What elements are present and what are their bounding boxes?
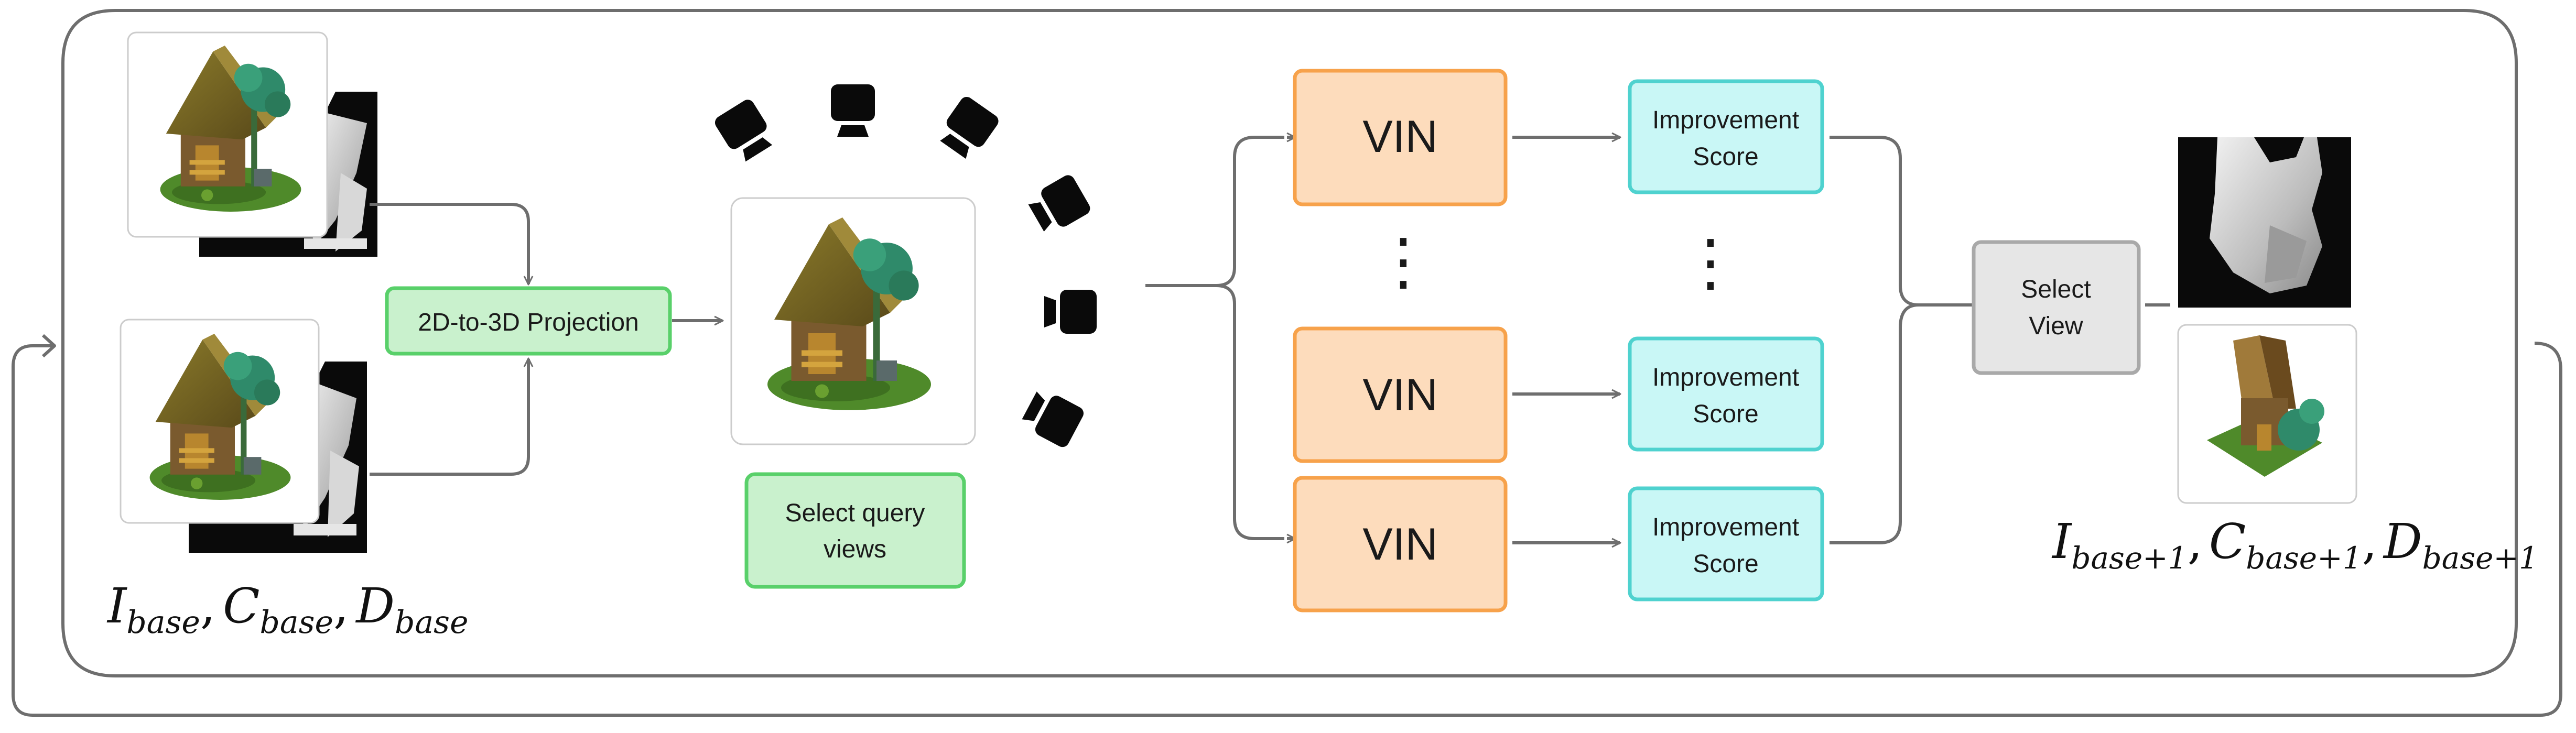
select-view-box xyxy=(1972,240,2141,375)
improvement-score-label: Improvement xyxy=(1652,513,1799,541)
projection-label: 2D-to-3D Projection xyxy=(418,309,639,336)
house-render-image xyxy=(2207,335,2324,477)
score-ellipsis: ⋮ xyxy=(1679,227,1742,298)
vin-label: VIN xyxy=(1362,112,1437,162)
select-query-views-label-line2: views xyxy=(824,535,886,563)
select-view-label-line2: View xyxy=(2029,312,2083,340)
vin-ellipsis: ⋮ xyxy=(1372,226,1435,297)
improvement-score-label: Improvement xyxy=(1652,364,1799,391)
arrow-top-to-projection xyxy=(370,203,534,286)
base-data-label: Ibase,Cbase,Dbase xyxy=(106,578,468,641)
select-view-label: Select xyxy=(2021,276,2091,303)
vin-label: VIN xyxy=(1362,519,1437,570)
camera-icon xyxy=(935,94,1001,162)
next-depth-map xyxy=(2178,137,2351,308)
vin-label: VIN xyxy=(1362,370,1437,420)
projection-box xyxy=(385,286,672,356)
arrow-bottom-to-projection xyxy=(370,357,534,476)
vin-box-1: VIN xyxy=(1293,69,1508,206)
vin-box-2: VIN xyxy=(1293,326,1508,463)
vin-box-3: VIN xyxy=(1293,476,1508,612)
next-data-label: Ibase+1,Cbase+1,Dbase+1 xyxy=(2051,513,2538,576)
improvement-score-label-line2: Score xyxy=(1693,550,1758,578)
improvement-score-box-2: Improvement Score xyxy=(1628,336,1824,452)
base-image-stack-bottom xyxy=(120,319,367,553)
base-image-stack-top xyxy=(127,31,377,257)
merge-connector xyxy=(1830,136,1974,544)
improvement-score-label-line2: Score xyxy=(1693,400,1758,428)
camera-icon xyxy=(1044,290,1097,334)
camera-icon xyxy=(831,84,875,137)
fanout-connector xyxy=(1145,136,1284,540)
select-query-views-box xyxy=(744,472,966,589)
camera-icon xyxy=(1019,386,1086,450)
camera-icon xyxy=(1025,172,1093,237)
outer-loop-frame xyxy=(61,9,2518,677)
feedback-loop-arrowhead xyxy=(41,334,56,358)
improvement-score-box-1: Improvement Score xyxy=(1628,79,1824,194)
camera-icon xyxy=(712,97,778,165)
improvement-score-label-line2: Score xyxy=(1693,143,1758,171)
improvement-score-box-3: Improvement Score xyxy=(1628,486,1824,601)
feedback-loop-line xyxy=(12,342,2562,717)
select-query-views-label: Select query xyxy=(785,499,925,527)
improvement-score-label: Improvement xyxy=(1652,106,1799,134)
